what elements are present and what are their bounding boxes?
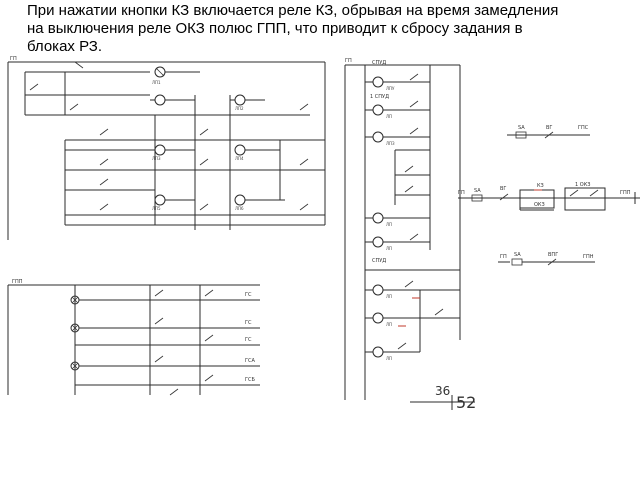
label-gp-r2: ГП [458,190,465,196]
svg-text:ЛПЗ: ЛПЗ [386,141,395,146]
label-gp-r3: ГП [500,254,507,260]
svg-text:ЛП: ЛП [386,356,392,361]
right-circuit-3: ГП SA ВПГ ГПН [498,252,595,266]
svg-text:ГС: ГС [245,292,252,298]
right-circuit-1: SA ВГ ГПС [507,125,590,139]
left-lower-circuit: ГПП ГС ГС ГС ГСА ГСБ [7,279,260,396]
label-spud-lower: СПУД [372,258,386,264]
caption-line-1: При нажатии кнопки КЗ включается реле КЗ… [27,2,559,19]
left-upper-circuit: ГП ЛП1 ЛП2 ЛП3 ЛП4 ЛП5 ЛП6 [7,56,326,240]
svg-text:ЛП3: ЛП3 [152,156,161,161]
svg-text:ЛП6: ЛП6 [235,206,244,211]
label-spud-top: СПУД [372,60,386,66]
svg-text:ЛП: ЛП [386,222,392,227]
caption-line-2: на выключения реле ОКЗ полюс ГПП, что пр… [27,20,523,37]
label-vpg: ВПГ [548,252,558,258]
label-vg-2: ВГ [500,186,506,192]
svg-text:ЛП5: ЛП5 [152,206,161,211]
svg-text:ЛП: ЛП [386,294,392,299]
svg-text:ГСБ: ГСБ [245,377,256,383]
svg-text:ЛП2: ЛП2 [235,106,244,111]
title-stamp: 36 52 [410,384,476,412]
right-circuit-2: ГП SA ВГ КЗ ОКЗ 1 ОКЗ ГПП [458,182,640,211]
caption-line-3: блоках РЗ. [27,38,102,55]
label-sa-2: SA [474,188,481,194]
label-okz: ОКЗ [534,202,545,208]
label-kz: КЗ [537,183,544,189]
sheet-ref: 36 [435,384,450,398]
sheet-number: 52 [456,393,476,412]
svg-text:ГС: ГС [245,320,252,326]
svg-text:ЛП: ЛП [386,246,392,251]
svg-text:ЛП: ЛП [386,322,392,327]
label-gp-left: ГП [10,56,17,62]
svg-text:ЛПУ: ЛПУ [386,86,395,91]
label-gpp-left: ГПП [12,279,23,285]
label-sa-3: SA [514,252,521,258]
svg-text:1 ОКЗ: 1 ОКЗ [575,182,590,188]
svg-text:ГСА: ГСА [245,358,256,364]
caption-text: При нажатии кнопки КЗ включается реле КЗ… [27,2,627,56]
svg-text:ЛП1: ЛП1 [152,80,161,85]
svg-text:ЛП4: ЛП4 [235,156,244,161]
label-sa-1: SA [518,125,525,131]
label-gpp-r2: ГПП [620,190,631,196]
label-gpn: ГПН [583,254,594,260]
middle-circuit: СПУД 1 СПУД СПУД ЛПУ ЛП ЛПЗ ЛП ЛП ЛП ЛП … [344,58,461,400]
svg-text:ЛП: ЛП [386,114,392,119]
svg-text:1 СПУД: 1 СПУД [370,94,389,100]
label-gps: ГПС [578,125,589,131]
label-gp-mid: ГП [345,58,352,64]
svg-text:ГС: ГС [245,337,252,343]
label-vg-1: ВГ [546,125,552,131]
